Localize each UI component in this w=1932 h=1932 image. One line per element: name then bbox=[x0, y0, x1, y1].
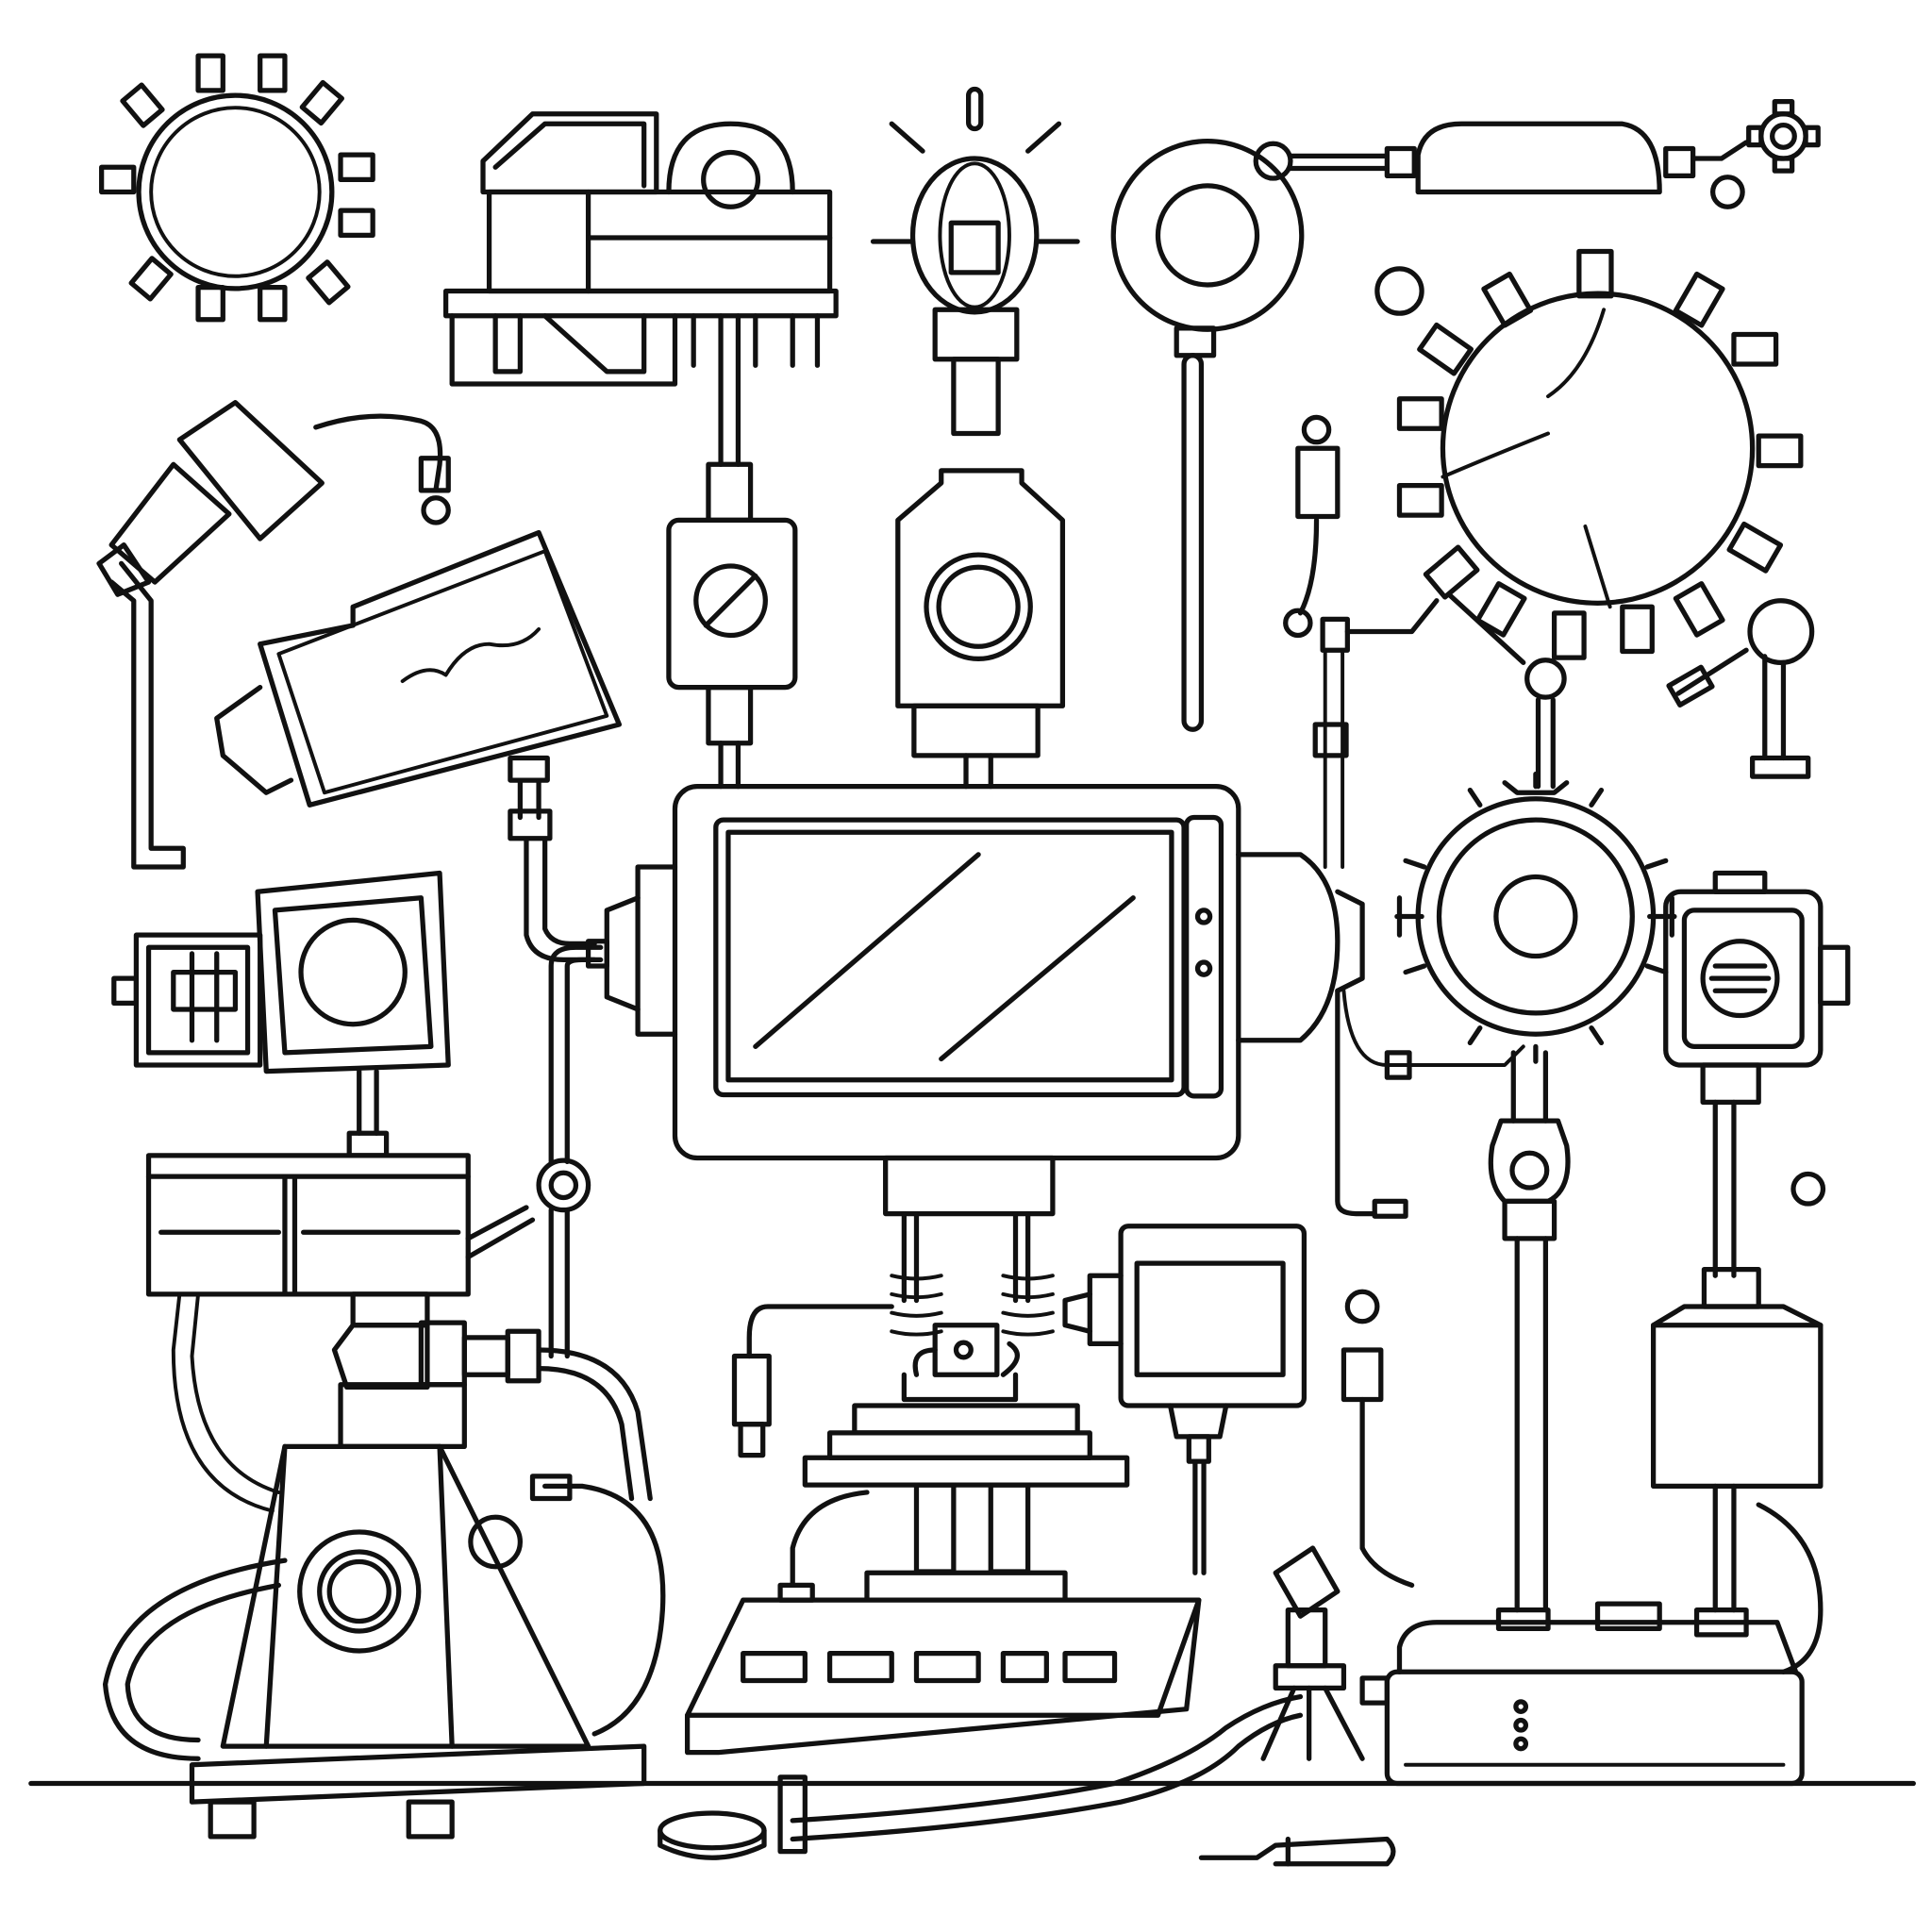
light-bulb-icon bbox=[870, 86, 1080, 790]
capsule-pipe bbox=[1253, 121, 1749, 209]
sun-gear-icon bbox=[99, 53, 375, 323]
linkage-arm bbox=[1283, 414, 1815, 869]
small-circle bbox=[1374, 266, 1424, 316]
control-console bbox=[684, 1597, 1202, 1756]
screwdriver bbox=[1198, 1836, 1396, 1867]
small-monitor bbox=[1062, 1224, 1307, 1575]
large-gear bbox=[1396, 248, 1804, 660]
right-base bbox=[1384, 1601, 1805, 1787]
frame-machine bbox=[442, 111, 839, 387]
valve-box bbox=[666, 313, 798, 790]
monitor-icon bbox=[604, 784, 1408, 1458]
mid-gear bbox=[1341, 771, 1677, 1613]
spark-plug-icon bbox=[96, 400, 451, 870]
camera-icon bbox=[111, 870, 451, 1158]
left-box bbox=[145, 939, 609, 1359]
magnifier-ring bbox=[1110, 139, 1305, 732]
camera-box bbox=[214, 529, 623, 963]
gear-icon bbox=[1746, 99, 1821, 174]
stand-base bbox=[777, 1341, 1130, 1603]
fan-box bbox=[1650, 870, 1851, 1674]
cable-plug bbox=[658, 1693, 1304, 1860]
spool-machine bbox=[102, 1291, 666, 1840]
